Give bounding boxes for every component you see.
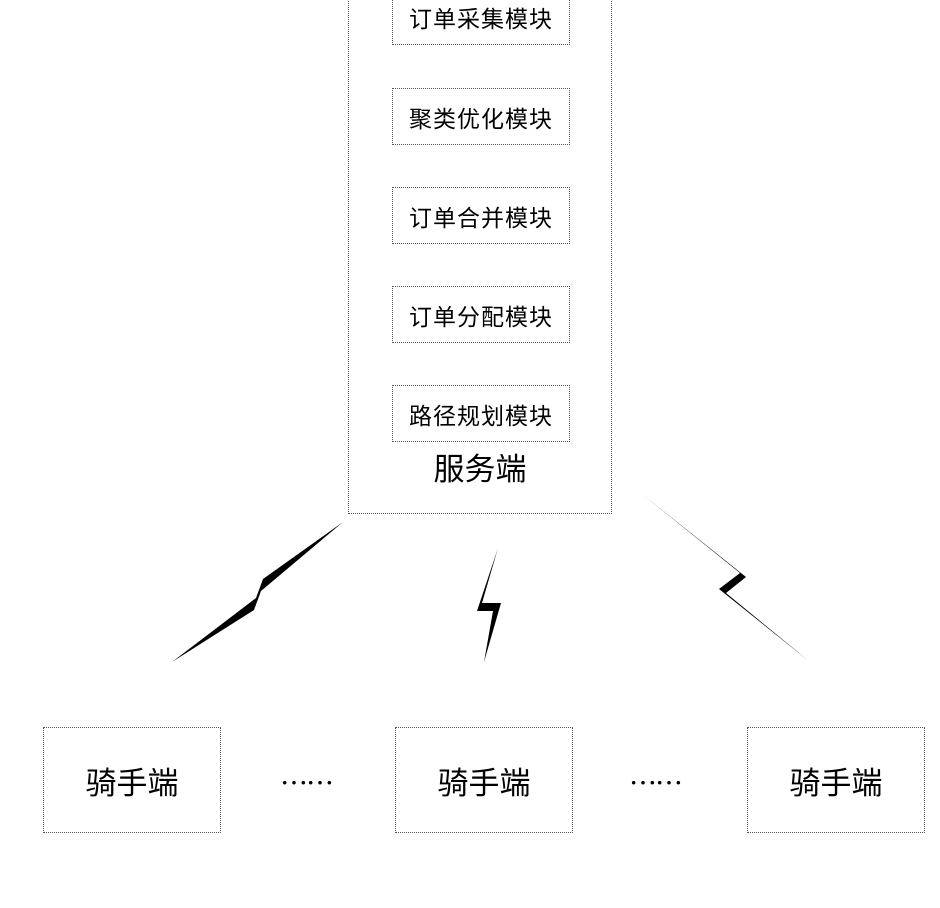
rider-terminal-1: 骑手端 — [43, 727, 221, 833]
ellipsis-2: …… — [615, 755, 695, 795]
lightning-link-left — [172, 522, 343, 662]
lightning-link-middle — [477, 548, 501, 662]
ellipsis-1: …… — [266, 755, 346, 795]
rider-terminal-2: 骑手端 — [395, 727, 573, 833]
rider-terminal-3: 骑手端 — [747, 727, 925, 833]
lightning-link-right — [642, 494, 810, 662]
